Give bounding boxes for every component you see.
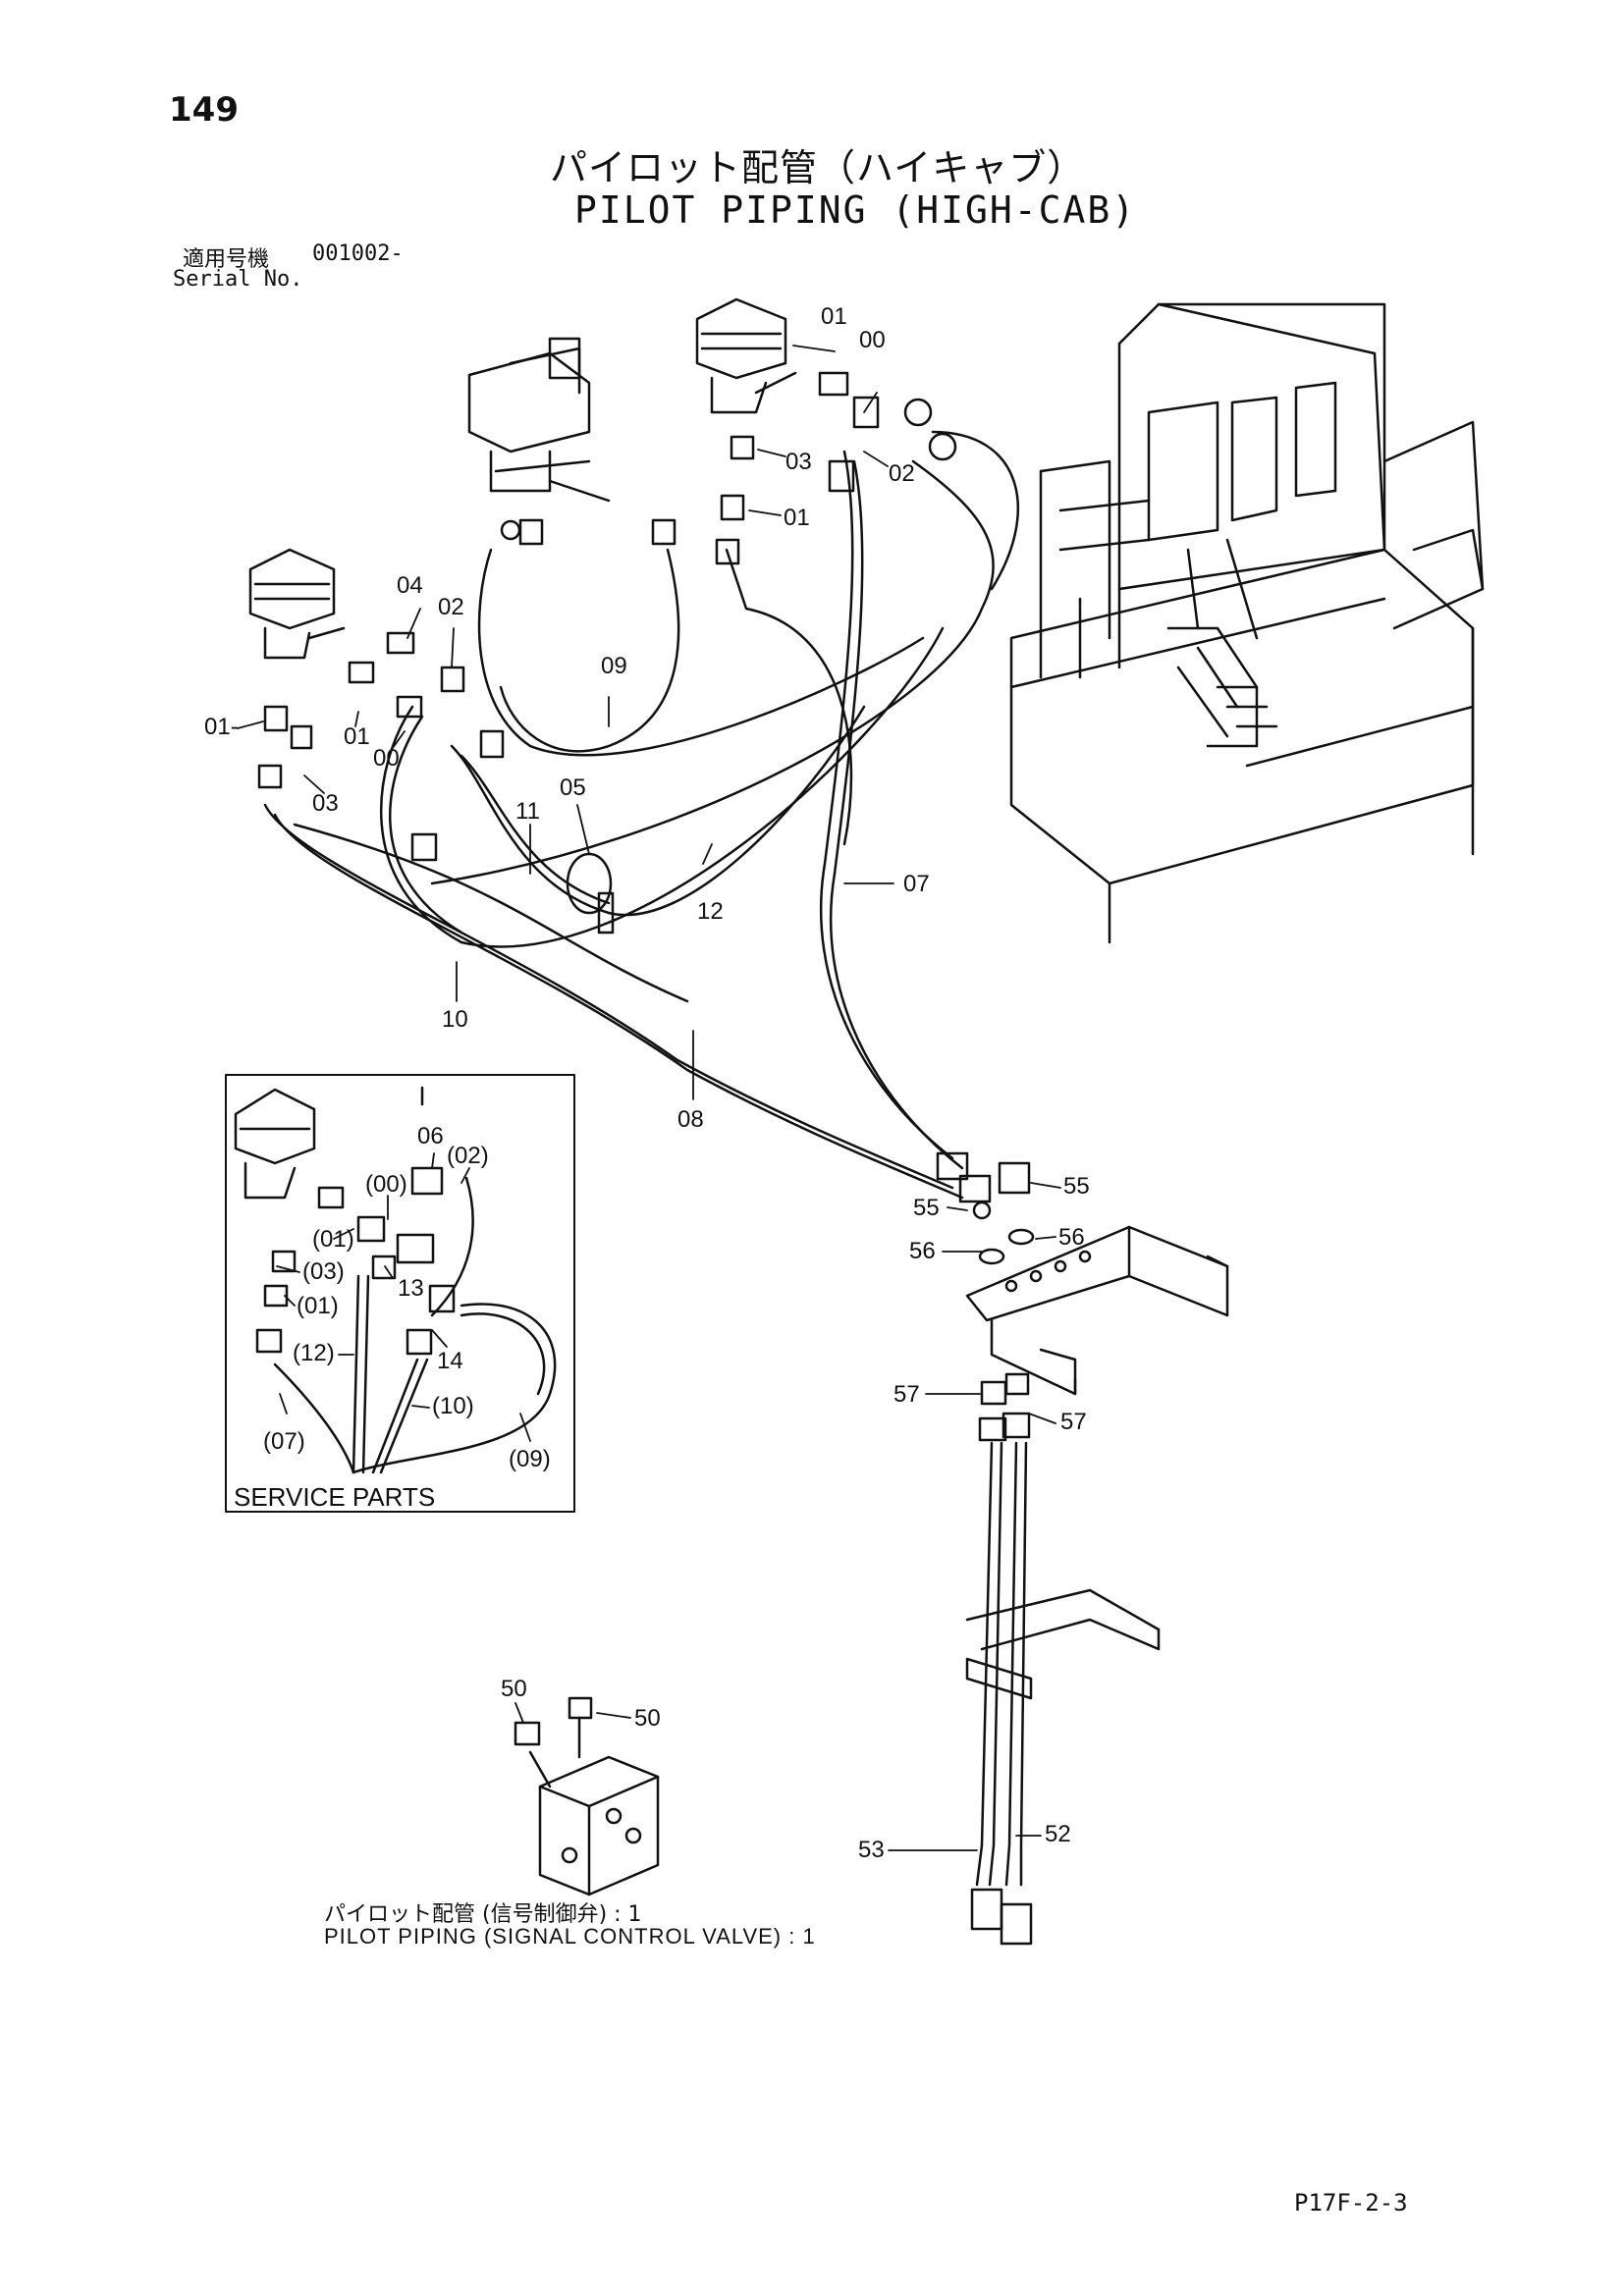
- pilot-valve-center: [467, 337, 611, 541]
- callout-55-left: 55: [913, 1195, 940, 1221]
- callout-00-top: 00: [859, 327, 886, 353]
- callout-labels: 01 00 03 02 01 04 02 09 01- 01 00 03 05 …: [204, 303, 1090, 1863]
- callout-53: 53: [858, 1837, 885, 1863]
- page-number: 149: [169, 90, 239, 130]
- callout-02-top: 02: [889, 460, 915, 487]
- hose-lines: [263, 430, 1020, 1200]
- callout-03-left: 03: [312, 790, 339, 817]
- callout-57-left: 57: [893, 1381, 920, 1408]
- callout-56-left: 56: [909, 1238, 936, 1264]
- callout-56-right: 56: [1058, 1224, 1085, 1251]
- fittings: [257, 371, 957, 862]
- callout-08: 08: [677, 1106, 704, 1133]
- leader-lines: [237, 345, 1061, 1851]
- service-callout-12: (12): [293, 1340, 335, 1366]
- callout-50-left: 50: [501, 1676, 527, 1702]
- service-callout-02: (02): [447, 1143, 489, 1169]
- callout-03-top: 03: [785, 449, 812, 475]
- pilot-valve-top-right: [695, 297, 797, 414]
- vertical-hoses: [965, 1441, 1161, 1946]
- service-callout-06: 06: [417, 1123, 444, 1149]
- service-callout-labels: 06 (02) (00) (01) (03) (01) 13 14 (12) (…: [263, 1123, 551, 1472]
- callout-04: 04: [397, 572, 423, 599]
- service-callout-03: (03): [302, 1258, 345, 1285]
- page-title-japanese: パイロット配管（ハイキャブ）: [550, 146, 1086, 189]
- page-title-english: PILOT PIPING (HIGH-CAB): [574, 188, 1137, 232]
- callout-12: 12: [697, 898, 724, 925]
- callout-55-right: 55: [1063, 1173, 1090, 1200]
- service-callout-01a: (01): [312, 1226, 354, 1253]
- serial-number-value: 001002-: [312, 241, 404, 266]
- callout-02-left: 02: [438, 594, 464, 620]
- service-callout-13: 13: [398, 1275, 424, 1302]
- service-parts-box: [225, 1074, 575, 1513]
- callout-00-left: 00: [373, 745, 400, 772]
- callout-07: 07: [903, 871, 930, 897]
- callout-01-mid: 01: [784, 505, 810, 531]
- lower-fittings: [978, 1372, 1031, 1442]
- callout-01-top: 01: [821, 303, 847, 330]
- signal-control-valve: [514, 1696, 660, 1896]
- callout-10: 10: [442, 1006, 468, 1033]
- service-callout-14: 14: [437, 1348, 463, 1374]
- hose-clamp: [566, 852, 615, 934]
- manifold-fittings: [936, 1151, 1035, 1265]
- mounting-bracket: [965, 1225, 1229, 1396]
- cab-structure: [1009, 302, 1485, 944]
- pilot-valve-left: [248, 548, 346, 660]
- serial-label-japanese: 適用号機: [183, 247, 270, 272]
- service-callout-09: (09): [509, 1446, 551, 1472]
- service-parts-title: SERVICE PARTS: [234, 1482, 436, 1512]
- callout-52: 52: [1045, 1821, 1071, 1847]
- serial-label-english: Serial No.: [173, 267, 303, 292]
- signal-valve-caption-english: PILOT PIPING (SIGNAL CONTROL VALVE) : 1: [324, 1924, 816, 1949]
- service-callout-01b: (01): [297, 1293, 339, 1319]
- callout-50-right: 50: [634, 1705, 661, 1732]
- callout-09: 09: [601, 653, 627, 679]
- callout-01-left: 01-: [204, 714, 239, 740]
- service-callout-10: (10): [432, 1393, 474, 1419]
- callout-57-right: 57: [1060, 1409, 1087, 1435]
- callout-01-left-2: 01: [344, 723, 370, 750]
- service-callout-00: (00): [365, 1171, 407, 1198]
- callout-11: 11: [515, 798, 540, 825]
- service-callout-07: (07): [263, 1428, 305, 1455]
- figure-code: P17F-2-3: [1294, 2189, 1408, 2216]
- service-leader-lines: [276, 1152, 531, 1442]
- signal-valve-caption-japanese: パイロット配管 (信号制御弁) : 1: [324, 1902, 642, 1927]
- callout-05: 05: [560, 774, 586, 801]
